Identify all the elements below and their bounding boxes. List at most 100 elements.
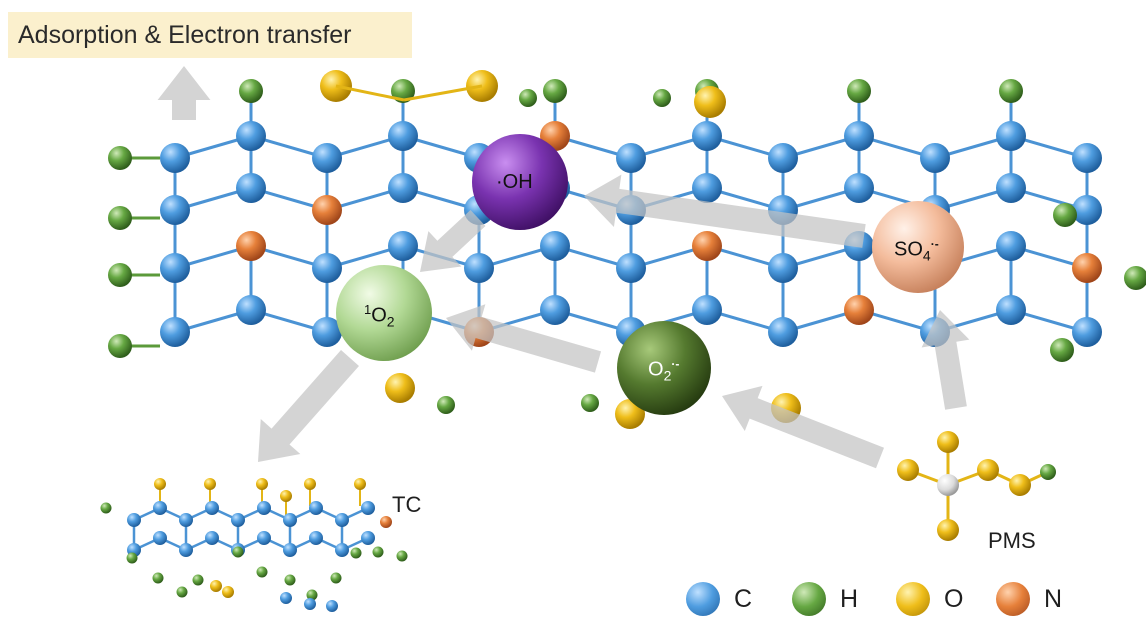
bond (403, 84, 483, 102)
carbon-atom (361, 531, 375, 545)
carbon-atom (616, 253, 646, 283)
superoxide-radical-label: O2·- (648, 357, 680, 384)
hydrogen-atom (100, 502, 112, 514)
hydrogen-atom (192, 574, 204, 586)
carbon-atom (464, 253, 494, 283)
hydrogen-atom (391, 79, 415, 103)
oxygen-atom (977, 459, 999, 481)
hydrogen-atom (239, 79, 263, 103)
nitrogen-ball-icon (996, 582, 1030, 616)
carbon-atom (920, 143, 950, 173)
reaction-arrow (258, 350, 359, 462)
oxygen-atom (937, 519, 959, 541)
legend-item-hydrogen: H (792, 582, 858, 616)
carbon-atom (768, 253, 798, 283)
carbon-atom (388, 173, 418, 203)
pms-molecule (897, 431, 1056, 541)
carbon-atom (540, 231, 570, 261)
hydrogen-atom (108, 146, 132, 170)
hydrogen-atom (396, 550, 408, 562)
reactive-species-spheres (336, 134, 964, 415)
nitrogen-atom (844, 295, 874, 325)
carbon-atom (160, 253, 190, 283)
hydrogen-atom (847, 79, 871, 103)
carbon-atom (205, 531, 219, 545)
hydrogen-atom (1124, 266, 1146, 290)
carbon-atom (540, 295, 570, 325)
hydrogen-atom (284, 574, 296, 586)
hydrogen-atom (1050, 338, 1074, 362)
carbon-atom (179, 543, 193, 557)
pms-label: PMS (988, 528, 1036, 553)
carbon-atom (153, 531, 167, 545)
legend-item-oxygen: O (896, 582, 963, 616)
oxygen-atom (897, 459, 919, 481)
oxygen-atom (280, 490, 292, 502)
carbon-atom (283, 513, 297, 527)
legend-label: O (944, 584, 964, 613)
hydrogen-atom (519, 89, 537, 107)
carbon-atom (236, 121, 266, 151)
hydrogen-atom (108, 334, 132, 358)
carbon-atom (768, 143, 798, 173)
carbon-atom (309, 531, 323, 545)
hydrogen-atom (152, 572, 164, 584)
oxygen-atom (1009, 474, 1031, 496)
legend-label: C (734, 584, 753, 613)
nitrogen-atom (692, 231, 722, 261)
carbon-atom (309, 501, 323, 515)
reaction-arrow (722, 385, 885, 469)
legend-item-nitrogen: N (996, 582, 1062, 616)
oh-radical-sphere (472, 134, 568, 230)
carbon-atom (996, 121, 1026, 151)
carbon-atom (388, 121, 418, 151)
oxygen-atom (304, 478, 316, 490)
carbon-atom (1072, 143, 1102, 173)
hydrogen-atom (653, 89, 671, 107)
hydrogen-atom (108, 206, 132, 230)
hydrogen-atom (306, 589, 318, 601)
oxygen-atom (204, 478, 216, 490)
carbon-atom (388, 231, 418, 261)
oxygen-ball-icon (896, 582, 930, 616)
hydrogen-atom (126, 552, 138, 564)
oxygen-atom (222, 586, 234, 598)
so4-radical-sphere (872, 201, 964, 293)
carbon-atom (996, 295, 1026, 325)
hydrogen-atom (232, 546, 244, 558)
carbon-atom (996, 173, 1026, 203)
legend-item-carbon: C (686, 582, 752, 616)
hydrogen-atom (256, 566, 268, 578)
reaction-arrow (420, 209, 486, 272)
carbon-atom (231, 513, 245, 527)
bond (335, 84, 405, 102)
carbon-atom (361, 501, 375, 515)
carbon-atom (304, 598, 316, 610)
carbon-atom (283, 543, 297, 557)
carbon-atom (312, 253, 342, 283)
nitrogen-atom (236, 231, 266, 261)
nitrogen-atom (380, 516, 392, 528)
reaction-arrow (921, 310, 970, 410)
legend-label: N (1044, 584, 1063, 613)
carbon-atom (844, 173, 874, 203)
singlet-oxygen-sphere (336, 265, 432, 361)
sulfur-atom (937, 474, 959, 496)
oxygen-atom (210, 580, 222, 592)
hydrogen-atom (176, 586, 188, 598)
reaction-arrows (258, 174, 970, 469)
hydrogen-atom (999, 79, 1023, 103)
singlet-oxygen-label: 1O2 (364, 302, 395, 330)
carbon-atom (160, 195, 190, 225)
carbon-atom (257, 501, 271, 515)
carbon-atom (326, 600, 338, 612)
carbon-atom (844, 121, 874, 151)
reaction-arrow (584, 174, 866, 248)
carbon-atom (692, 121, 722, 151)
page-title: Adsorption & Electron transfer (18, 20, 352, 49)
carbon-atom (1072, 195, 1102, 225)
carbon-atom (160, 143, 190, 173)
hydrogen-atom (543, 79, 567, 103)
carbon-atom (692, 173, 722, 203)
